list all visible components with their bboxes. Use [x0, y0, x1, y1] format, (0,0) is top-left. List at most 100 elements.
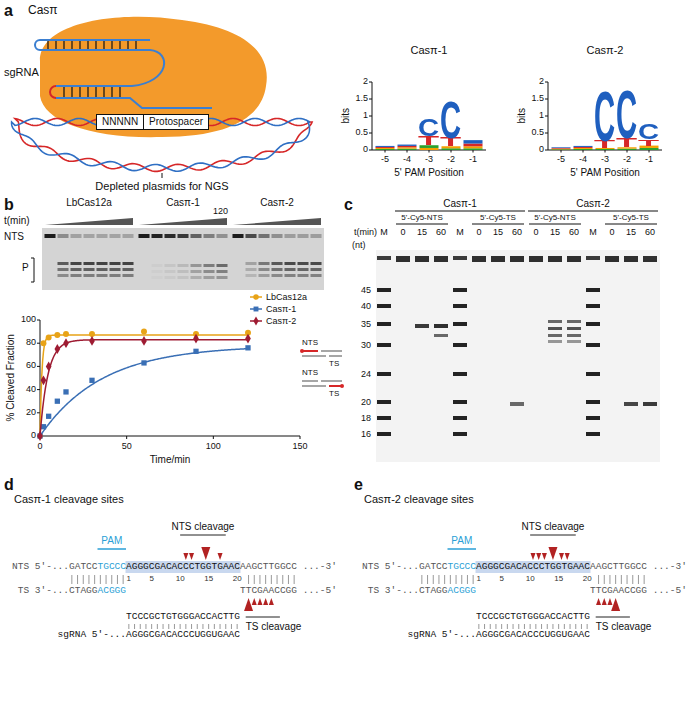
strand-label: NTS	[302, 338, 318, 347]
base-pair	[530, 624, 531, 629]
legend-label: Casπ-2	[266, 316, 296, 326]
gel-band	[58, 274, 69, 277]
base-pair	[433, 575, 434, 584]
tick-label: 150	[292, 441, 307, 451]
gel-band	[204, 276, 215, 279]
tick-mark	[37, 320, 40, 321]
gel-band	[548, 327, 562, 330]
gel-band	[152, 270, 163, 273]
sequence-box: Protospacer	[143, 114, 209, 130]
box-text: Protospacer	[149, 116, 203, 128]
tick-label: -4	[579, 154, 587, 164]
gel-band	[272, 234, 283, 238]
data-point	[46, 334, 52, 340]
base-pair	[127, 41, 128, 49]
gel-band	[311, 268, 322, 271]
tick-label: 0	[31, 430, 36, 440]
logo-letter-trace	[552, 147, 571, 149]
gel-band	[453, 400, 467, 404]
base-pair	[157, 624, 158, 629]
gel-band	[191, 276, 202, 279]
tick-label: 50	[122, 441, 132, 451]
gel-band	[453, 416, 467, 420]
gel-band	[434, 334, 448, 337]
gel-band	[567, 334, 581, 337]
gel-band	[110, 262, 121, 265]
gel-band	[548, 320, 562, 323]
data-point	[40, 340, 46, 346]
gel-band	[259, 274, 270, 277]
logo-letter-trace	[574, 146, 593, 147]
gel-band	[217, 270, 228, 273]
cleavage-bar	[596, 617, 630, 618]
time-label: 60	[512, 227, 522, 237]
gel-band	[259, 262, 270, 265]
time-label: 0	[476, 227, 481, 237]
tick-label: 2	[363, 76, 368, 86]
base-pair	[507, 624, 508, 629]
panel-letter: d	[4, 476, 14, 494]
gel-band	[311, 262, 322, 265]
axis-line	[40, 436, 300, 437]
base-pair	[95, 87, 96, 97]
base-pair	[79, 41, 80, 49]
header-bar	[529, 224, 581, 225]
strand-line	[321, 380, 342, 382]
logo-letter-trace	[376, 147, 395, 148]
data-point	[46, 414, 51, 419]
logo-letter-trace	[464, 146, 483, 148]
base-pair	[294, 575, 295, 584]
gel-band	[139, 234, 150, 238]
tick-label: -2	[447, 154, 455, 164]
gel-band	[415, 256, 429, 262]
gel-band	[377, 304, 391, 308]
pam-sequence: ACGGG	[98, 586, 127, 597]
gel-band	[643, 402, 657, 406]
base-pair	[87, 41, 88, 49]
data-point	[141, 360, 146, 365]
legend-sample	[250, 294, 262, 300]
cleavage-site	[189, 553, 194, 560]
marker-size: 18	[361, 413, 371, 423]
logo-letter-trace	[398, 146, 417, 147]
pam-sequence: TGCCC	[98, 562, 127, 573]
cleavage-site	[596, 598, 601, 605]
time-label: 15	[493, 227, 503, 237]
data-point	[54, 332, 60, 338]
cleavage-site	[244, 598, 253, 611]
base-pair	[202, 624, 203, 629]
sgrna-loop	[50, 86, 56, 98]
position-number: 10	[526, 574, 535, 583]
tick-label: 100	[206, 441, 221, 451]
base-pair	[163, 624, 164, 629]
gel-band	[643, 256, 657, 262]
base-pair	[621, 575, 622, 584]
band-label: P	[22, 262, 29, 274]
gel-band	[97, 268, 108, 271]
pam-label: PAM	[101, 535, 122, 547]
strand-label: TS	[329, 359, 339, 368]
cleavage-site	[531, 553, 536, 560]
gel-band	[396, 256, 410, 262]
cleavage-label: NTS cleavage	[522, 521, 585, 533]
gel-band	[586, 416, 600, 420]
base-pair	[271, 575, 272, 584]
pam-sequence: ACGGG	[448, 586, 477, 597]
tick-mark	[213, 436, 214, 439]
sequence-box: NNNNN	[96, 114, 144, 130]
data-point	[89, 336, 95, 346]
gel-band	[110, 234, 121, 238]
tick-mark	[37, 412, 40, 413]
base-pair	[570, 624, 571, 629]
tick-mark	[37, 366, 40, 367]
base-pair	[461, 575, 462, 584]
gel-band	[165, 234, 176, 238]
tick-label: -5	[381, 154, 389, 164]
strand-line	[302, 350, 318, 352]
strand-line	[329, 355, 342, 357]
base-pair	[214, 624, 215, 629]
header-bar	[396, 224, 448, 225]
cleavage-site	[565, 553, 570, 560]
base-pair	[208, 624, 209, 629]
gel-band	[377, 256, 391, 260]
